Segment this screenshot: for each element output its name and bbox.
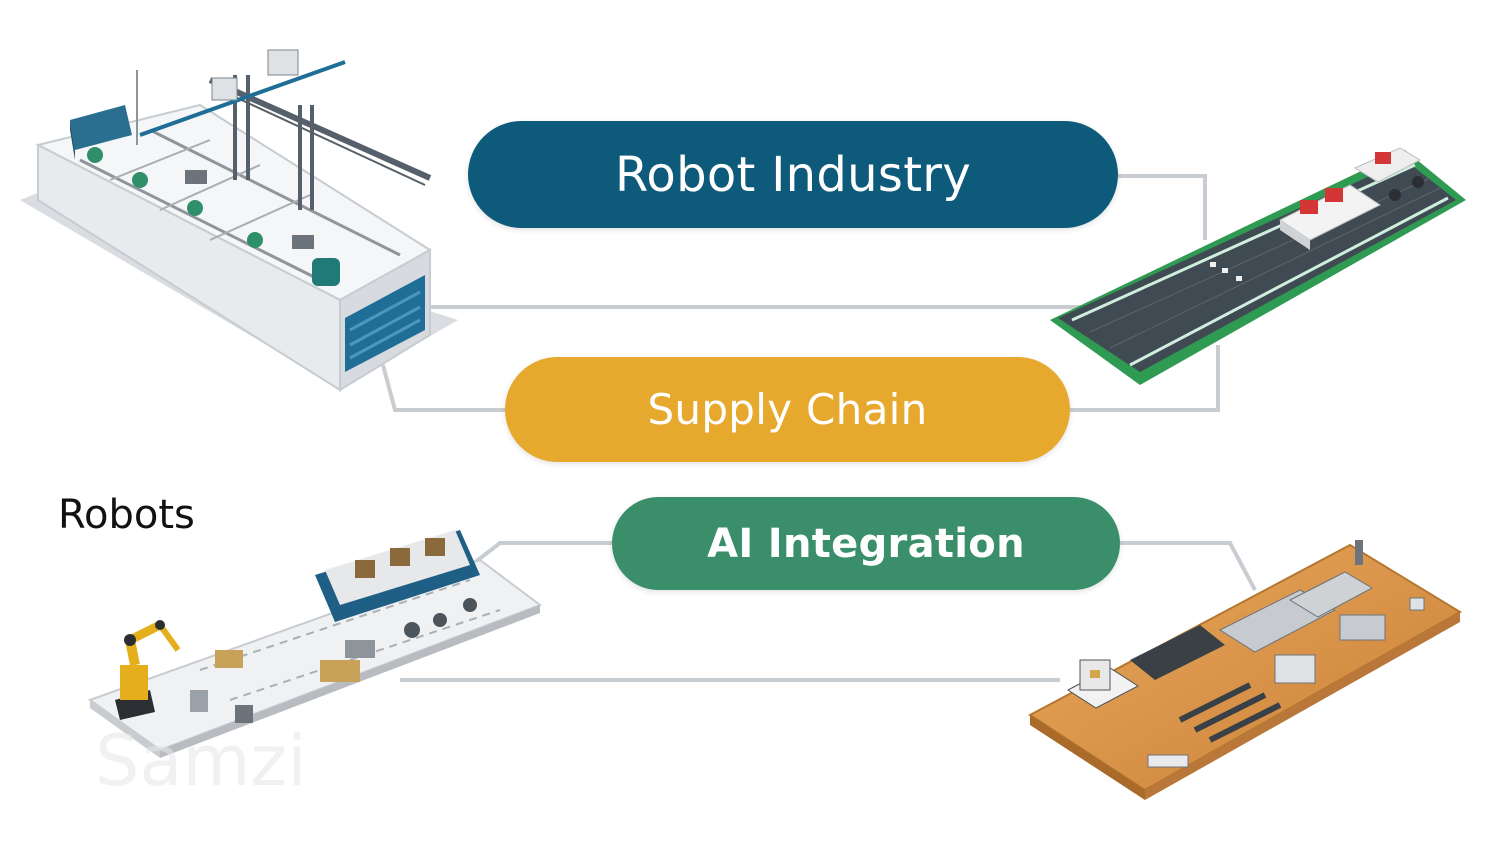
circuit-board-factory-illustration: [1028, 540, 1462, 800]
connector-lines: [381, 174, 1257, 682]
ai-integration-label: AI Integration: [707, 520, 1025, 567]
robot-industry-label: Robot Industry: [614, 146, 972, 203]
connector-supply-to-track: [1070, 345, 1220, 412]
robots-label: Robots: [58, 492, 195, 538]
supply-chain-node: Supply Chain: [505, 357, 1070, 462]
connector-ai-to-board: [1120, 541, 1257, 591]
robot-industry-node: Robot Industry: [468, 121, 1118, 228]
connector-robot-industry-to-track: [1118, 174, 1207, 240]
connector-factory-to-supply: [381, 364, 505, 412]
ai-integration-node: AI Integration: [612, 497, 1120, 590]
supply-chain-label: Supply Chain: [647, 385, 928, 434]
conveyor-track-illustration: [1050, 147, 1466, 385]
watermark-text: Samzi: [95, 720, 307, 802]
robot-arm-assembly-illustration: [87, 530, 543, 758]
automated-factory-illustration: [20, 49, 458, 392]
